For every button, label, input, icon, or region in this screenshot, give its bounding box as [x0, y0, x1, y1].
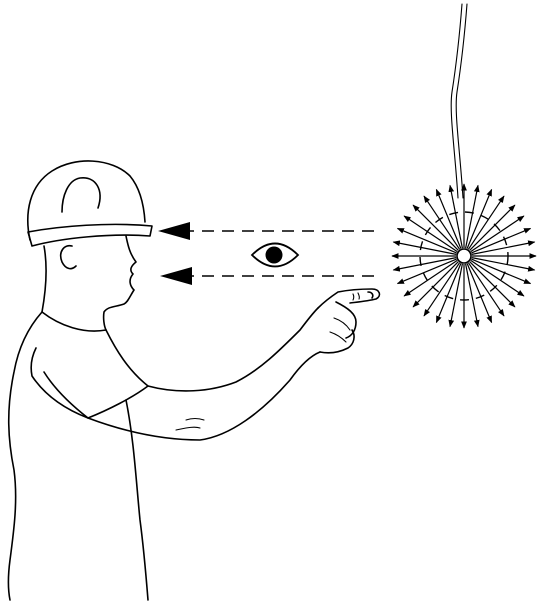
radiation-source: [392, 184, 536, 328]
radiation-ray: [413, 262, 458, 307]
ear: [61, 246, 76, 269]
hard-hat-icon: [28, 161, 152, 246]
radiation-ray: [470, 205, 515, 250]
sleeve-edge: [44, 372, 88, 418]
arm-underside: [88, 352, 320, 440]
arrowhead-left-icon: [158, 222, 190, 240]
arm-top: [148, 308, 318, 391]
torso-front: [126, 400, 148, 600]
pointing-hand: [318, 289, 379, 353]
torso-back: [9, 312, 43, 600]
source-core: [457, 249, 471, 263]
neck: [42, 246, 46, 312]
suspension-cable: [451, 4, 467, 198]
radiation-ray: [470, 262, 515, 307]
face-profile: [104, 236, 136, 330]
arrowhead-left-icon: [160, 267, 192, 285]
sleeve: [31, 330, 148, 418]
eye-icon: [252, 244, 298, 267]
sight-line-lower: [160, 267, 374, 285]
shirt-collar: [42, 312, 106, 331]
sight-line-upper: [158, 222, 374, 240]
radiation-ray: [413, 205, 458, 250]
worker-figure: [9, 161, 380, 600]
elbow-crease: [176, 427, 200, 430]
